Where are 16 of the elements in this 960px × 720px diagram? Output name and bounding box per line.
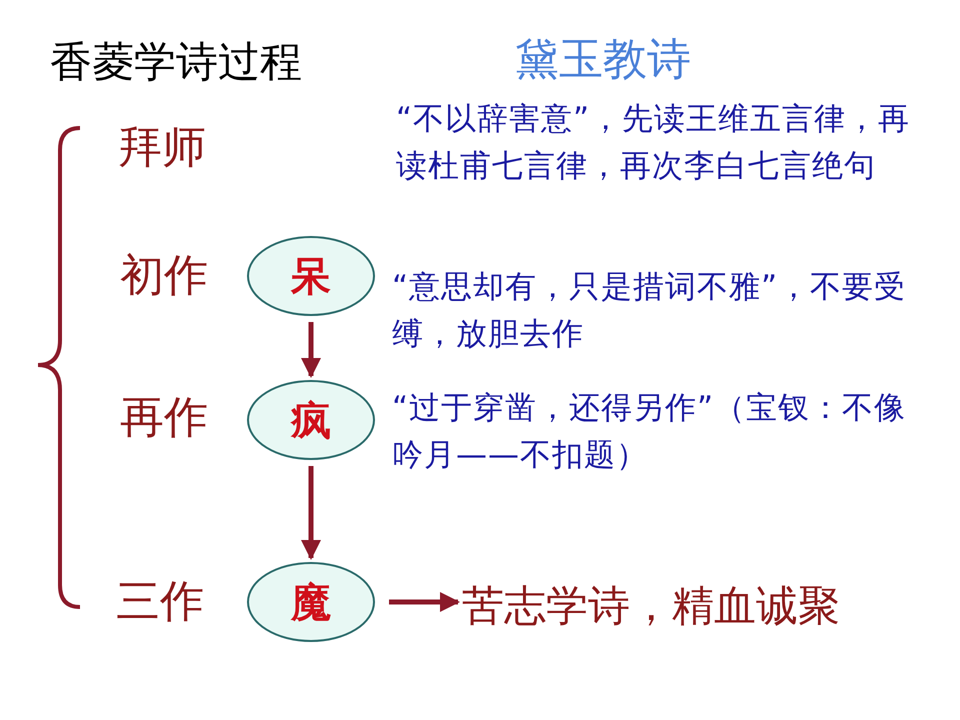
note-text: “过于穿凿，还得另作”（宝钗：不像吟月——不扣题） — [392, 389, 908, 475]
node-text: 呆 — [291, 252, 331, 302]
arrow — [301, 466, 321, 560]
note-text: “意思却有，只是措词不雅”，不要受缚，放胆去作 — [392, 268, 908, 354]
heading: 黛玉教诗 — [515, 33, 691, 87]
arrow — [301, 322, 321, 378]
stage-label: 再作 — [120, 391, 208, 445]
stage-label: 拜师 — [118, 121, 206, 175]
heading: 香菱学诗过程 — [50, 36, 302, 88]
stage-label: 初作 — [120, 249, 208, 303]
node-text: 魔 — [291, 578, 331, 628]
note-text: “不以辞害意”，先读王维五言律，再读杜甫七言律，再次李白七言绝句 — [396, 100, 912, 186]
stage-label: 三作 — [116, 575, 204, 629]
arrow — [389, 592, 460, 612]
node-text: 疯 — [291, 396, 331, 446]
result-text: 苦志学诗，精血诚聚 — [462, 578, 840, 634]
